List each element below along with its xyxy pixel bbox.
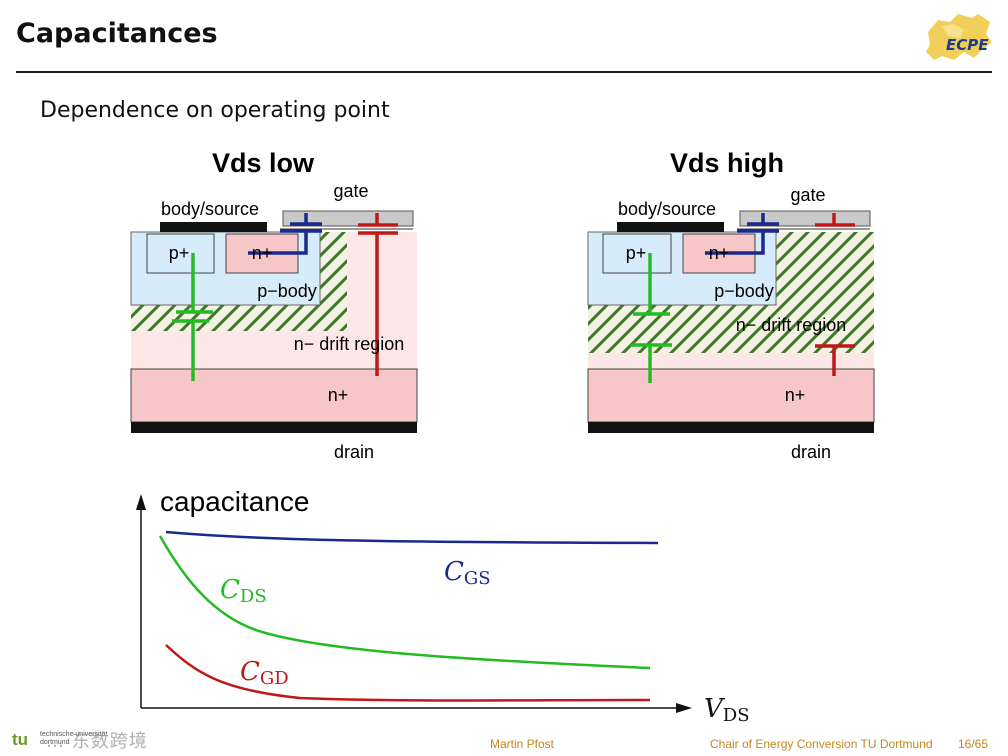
capacitance-plot: capacitance CGS CDS CGD VDS <box>136 486 750 726</box>
watermark: … 东数跨境 <box>46 731 148 752</box>
title-divider <box>16 71 992 73</box>
label-cgs: CGS <box>444 557 491 589</box>
p-plus-low <box>146 233 215 274</box>
ecpe-logo: ECPE <box>926 14 992 60</box>
drift-label-low: n− drift region <box>294 334 405 354</box>
diagram-vds-high: Vds high <box>587 148 875 462</box>
cgs-capacitor-low <box>248 213 322 255</box>
curve-cds <box>158 535 651 670</box>
footer-chair: Chair of Energy Conversion TU Dortmund <box>710 737 933 751</box>
label-cds: CDS <box>220 575 267 607</box>
source-metal-low <box>160 222 267 232</box>
body-source-label-high: body/source <box>618 199 716 219</box>
p-plus-label-low: p+ <box>169 243 190 263</box>
n-plus-substrate-low <box>130 368 418 423</box>
drain-metal-high <box>588 422 874 433</box>
p-body-label-low: p−body <box>257 281 317 301</box>
cds-capacitor-low <box>172 253 213 381</box>
body-source-label-low: body/source <box>161 199 259 219</box>
cgd-capacitor-low <box>358 213 398 376</box>
n-plus-top-label-high: n+ <box>709 243 730 263</box>
diagram-vds-low: Vds low <box>130 148 418 462</box>
label-cgd: CGD <box>240 657 289 689</box>
p-plus-high <box>602 233 672 274</box>
drift-label-high: n− drift region <box>736 315 847 335</box>
diagram-high-heading: Vds high <box>670 148 784 178</box>
source-metal-high <box>617 222 724 232</box>
drift-region-high <box>588 353 874 369</box>
diagram-low-heading: Vds low <box>212 148 315 178</box>
ecpe-logo-text: ECPE <box>946 36 989 54</box>
n-plus-sub-label-low: n+ <box>328 385 349 405</box>
drain-label-high: drain <box>791 442 831 462</box>
cds-capacitor-high <box>630 253 672 383</box>
slide-title: Capacitances <box>16 18 218 49</box>
plot-x-axis-arrow <box>676 703 692 713</box>
curve-cgd <box>165 644 651 702</box>
gate-label-high: gate <box>790 185 825 205</box>
slide-subtitle: Dependence on operating point <box>40 98 390 123</box>
plot-y-axis-arrow <box>136 494 146 510</box>
plot-ylabel: capacitance <box>160 486 309 517</box>
p-plus-label-high: p+ <box>626 243 647 263</box>
plot-xlabel: VDS <box>704 694 750 726</box>
n-plus-sub-label-high: n+ <box>785 385 806 405</box>
tu-logo-mark: tu <box>12 730 29 749</box>
p-body-label-high: p−body <box>714 281 774 301</box>
curve-cgs <box>165 530 659 545</box>
gate-label-low: gate <box>333 181 368 201</box>
footer-page-number: 16/65 <box>958 737 989 751</box>
cgs-capacitor-high <box>705 213 779 255</box>
drain-metal-low <box>131 422 417 433</box>
cgd-capacitor-high <box>815 213 855 376</box>
drain-label-low: drain <box>334 442 374 462</box>
n-plus-substrate-high <box>587 368 875 423</box>
footer-author: Martin Pfost <box>490 737 555 751</box>
n-plus-top-label-low: n+ <box>252 243 273 263</box>
